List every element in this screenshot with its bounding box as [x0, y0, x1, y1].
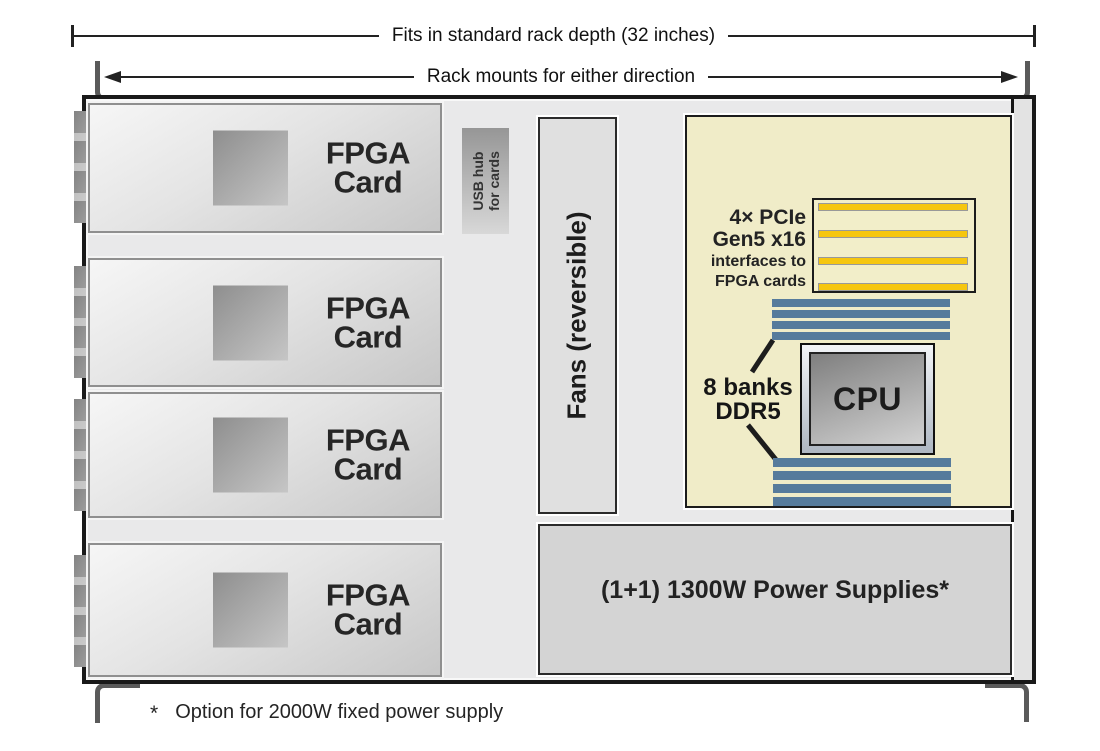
ddr-bank — [772, 310, 950, 318]
pcie-slot — [818, 230, 968, 238]
arrow-right-icon — [1001, 71, 1019, 83]
rack-ear-bottom-right — [985, 683, 1029, 722]
dimension-line — [121, 76, 414, 78]
power-supplies-label: (1+1) 1300W Power Supplies* — [600, 576, 950, 604]
ddr-label: 8 banks DDR5 — [703, 374, 793, 425]
arrow-left-icon — [104, 71, 121, 83]
ddr-bank — [773, 471, 951, 480]
footnote-marker: * — [150, 702, 159, 725]
rack-ear-bottom-left — [95, 683, 140, 723]
dimension-rack-mounts: Rack mounts for either direction — [104, 66, 1019, 88]
fans-label: Fans (reversible) — [562, 211, 592, 420]
pcie-slot — [818, 203, 968, 211]
ddr-bank — [773, 497, 951, 506]
ddr-banks-bottom — [773, 458, 951, 510]
chassis-right-wall — [1011, 99, 1032, 680]
ddr-bank — [773, 484, 951, 493]
fpga-chip — [213, 572, 288, 648]
fpga-chip — [213, 285, 288, 360]
dimension-line — [728, 35, 1034, 37]
fpga-chip — [213, 130, 288, 206]
fans-module: Fans (reversible) — [538, 117, 617, 514]
ddr-bank — [772, 332, 950, 340]
pcie-slots — [812, 198, 976, 293]
power-supplies: (1+1) 1300W Power Supplies* — [538, 524, 1012, 675]
rack-mounts-label: Rack mounts for either direction — [426, 66, 696, 87]
footnote: * Option for 2000W fixed power supply — [150, 701, 503, 726]
dimension-line — [708, 76, 1002, 78]
dimension-rack-depth: Fits in standard rack depth (32 inches) — [71, 25, 1037, 47]
motherboard: 4× PCIe Gen5 x16 interfaces to FPGA card… — [685, 115, 1012, 508]
cpu: CPU — [809, 352, 926, 446]
pcie-slot — [818, 283, 968, 291]
dimension-end-tick — [71, 25, 74, 47]
cpu-socket: CPU — [800, 343, 935, 455]
footnote-text: Option for 2000W fixed power supply — [175, 701, 504, 723]
pcie-slot — [818, 257, 968, 265]
rack-depth-label: Fits in standard rack depth (32 inches) — [391, 25, 716, 46]
ddr-bank — [773, 458, 951, 467]
fpga-chip — [213, 417, 288, 493]
ddr-banks-top — [772, 299, 950, 343]
pcie-label: 4× PCIe Gen5 x16 interfaces to FPGA card… — [710, 206, 806, 291]
ddr-bank — [772, 299, 950, 307]
ddr-callout-lines — [746, 338, 779, 463]
dimension-line — [74, 35, 379, 37]
ddr-bank — [772, 321, 950, 329]
dimension-end-tick — [1033, 25, 1037, 47]
